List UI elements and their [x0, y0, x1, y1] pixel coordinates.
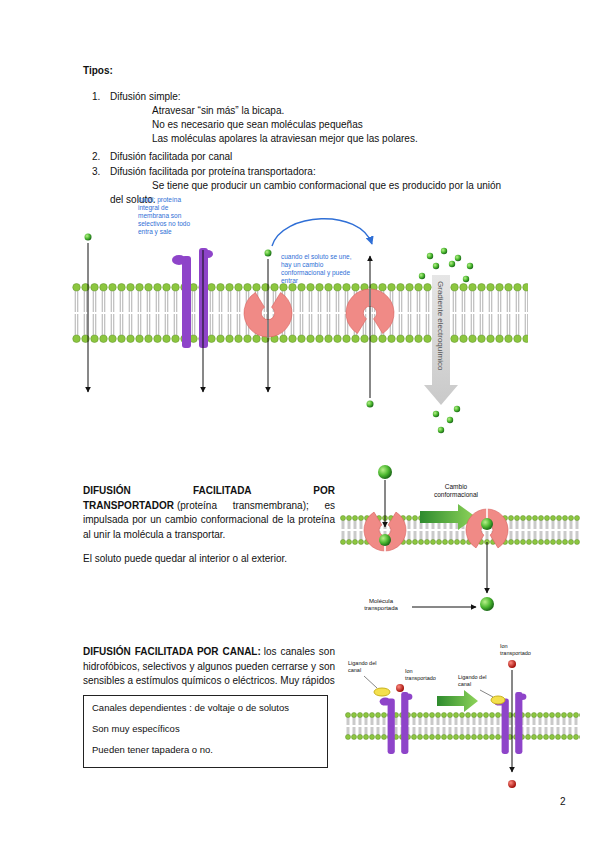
label-text: Molécula transportada	[364, 598, 398, 611]
leader-line	[480, 690, 493, 697]
molecule	[396, 684, 404, 692]
text-block: Cambio conformacional	[426, 483, 486, 498]
label-text: Ion transportado	[405, 668, 436, 681]
molecule	[467, 263, 473, 269]
transporter-protein	[364, 512, 406, 552]
text-block: 2.	[92, 150, 100, 163]
molecule	[449, 261, 455, 267]
molecule	[463, 276, 469, 282]
text-block: Ion transportado	[405, 668, 441, 681]
label-text: Ion transportado	[500, 643, 531, 656]
channel-protein	[172, 248, 213, 348]
text-block: cuando el soluto se une, hay un cambio c…	[281, 253, 363, 285]
ligand	[374, 688, 390, 696]
ligand	[491, 696, 505, 704]
text-block: 3.	[92, 165, 100, 178]
label-text: Cambio conformacional	[434, 483, 478, 498]
box-text: Pueden tener tapadera o no.	[92, 744, 319, 756]
arrow	[412, 607, 476, 608]
arrow	[88, 243, 89, 392]
molecule	[480, 597, 494, 611]
label-text: 3.	[92, 166, 100, 177]
molecule	[455, 255, 461, 261]
arrow	[203, 250, 204, 392]
arrow	[487, 542, 488, 593]
arrow	[268, 259, 269, 392]
text-block: canal: proteína integral de membrana son…	[138, 196, 198, 236]
molecule	[427, 253, 433, 259]
label-text: No es necesario que sean moléculas peque…	[152, 119, 363, 130]
molecule	[265, 250, 272, 257]
molecule	[508, 660, 516, 668]
molecule	[433, 411, 439, 417]
molecule	[481, 518, 493, 530]
label-text: Gradiente electroquímico	[436, 281, 445, 370]
text-block: Difusión simple:	[110, 90, 181, 103]
molecule	[379, 534, 391, 546]
arrow	[385, 480, 386, 527]
text-block: Tipos:	[83, 64, 116, 77]
molecule	[367, 401, 374, 408]
text-block: No es necesario que sean moléculas peque…	[152, 118, 363, 131]
annotation-arrow	[272, 219, 372, 246]
molecule	[419, 273, 425, 279]
text-block: Difusión facilitada por canal	[110, 150, 232, 163]
label-text: Ligando del canal	[348, 660, 376, 673]
label-text: Difusión simple:	[110, 91, 181, 102]
rotated-label: Gradiente electroquímico	[435, 281, 445, 370]
text-block: Ligando del canal	[348, 660, 380, 673]
text-block: El soluto puede quedar al interior o al …	[83, 552, 335, 565]
molecule	[85, 234, 92, 241]
label-text: 2.	[92, 151, 100, 162]
text-block: 1.	[92, 90, 100, 103]
heading-text: DIFUSIÓN FACILITADA POR CANAL:	[83, 646, 261, 657]
text-block: Molécula transportada	[352, 598, 410, 612]
channel-protein	[380, 692, 413, 754]
lipid-bilayer	[345, 712, 580, 740]
molecule	[447, 417, 453, 423]
arrow	[512, 670, 513, 772]
molecule	[438, 427, 444, 433]
label-text: cuando el soluto se une, hay un cambio c…	[281, 253, 351, 284]
text-block: Difusión facilitada por proteína transpo…	[110, 165, 316, 178]
molecule	[508, 780, 516, 788]
text-block: 2	[560, 795, 566, 808]
label-text: 2	[560, 796, 566, 807]
molecule	[441, 248, 447, 254]
heading-text: Tipos:	[83, 65, 113, 76]
molecule	[433, 263, 439, 269]
text-block: Ligando del canal	[458, 674, 490, 687]
text-block: Ion transportado	[500, 643, 538, 656]
leader-line	[364, 676, 377, 688]
transporter-protein	[466, 508, 508, 548]
text-block: Las moléculas apolares la atraviesan mej…	[152, 132, 418, 145]
arrow	[370, 256, 371, 398]
lipid-bilayer	[72, 283, 528, 343]
text-block: DIFUSIÓN FACILITADA POR CANAL:los canale…	[83, 645, 335, 689]
label-text: Atravesar “sin más” la bicapa.	[152, 105, 284, 116]
molecule	[454, 406, 460, 412]
label-text: Difusión facilitada por proteína transpo…	[110, 166, 316, 177]
box-text: Canales dependientes : de voltaje o de s…	[92, 702, 319, 714]
text-block: Atravesar “sin más” la bicapa.	[152, 104, 284, 117]
label-text: canal: proteína integral de membrana son…	[138, 196, 190, 235]
text-block: DIFUSIÓN FACILITADA POR TRANSPORTADOR(pr…	[83, 484, 335, 542]
label-text: El soluto puede quedar al interior o al …	[83, 553, 287, 564]
molecule	[378, 465, 392, 479]
label-text: 1.	[92, 91, 100, 102]
change-arrow	[437, 690, 478, 712]
label-text: Difusión facilitada por canal	[110, 151, 232, 162]
label-text: Ligando del canal	[458, 674, 486, 687]
label-text: Las moléculas apolares la atraviesan mej…	[152, 133, 418, 144]
note-box: Canales dependientes : de voltaje o de s…	[83, 695, 328, 768]
box-text: Son muy específicos	[92, 723, 319, 735]
gradient-arrow	[424, 275, 458, 405]
